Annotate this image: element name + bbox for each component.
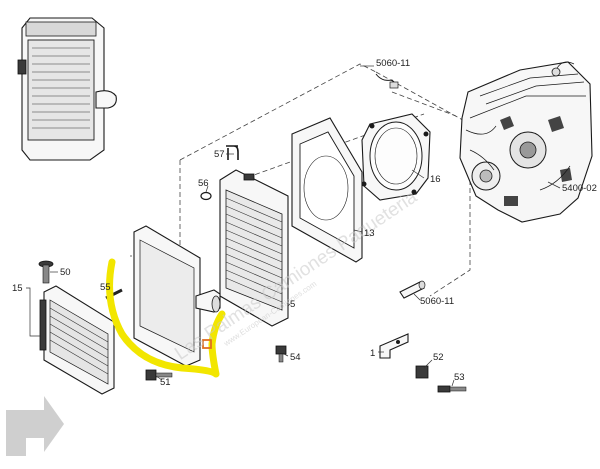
bolt-51 [145, 369, 173, 381]
intercooler [133, 225, 221, 367]
yellow-highlight-marker [106, 258, 226, 378]
leader-lines [26, 65, 561, 387]
nut-52 [415, 365, 429, 379]
callout-13: 13 [364, 228, 375, 239]
callout-50: 50 [60, 267, 71, 278]
callout-55: 55 [100, 282, 111, 293]
callout-51: 51 [160, 377, 171, 388]
callout-56: 56 [198, 178, 209, 189]
hose-5060-11 [399, 280, 426, 299]
ac-condenser [39, 285, 115, 395]
fan-shroud-ring [361, 113, 431, 201]
bracket-1 [379, 333, 409, 359]
condenser-fins [49, 307, 109, 375]
clip-57 [226, 145, 239, 160]
callout-1: 1 [370, 348, 375, 359]
bolt-50 [38, 260, 54, 284]
callout-5: 5 [290, 299, 295, 310]
thumbnail-fins [32, 47, 90, 129]
callout-5060-11-top: 5060-11 [376, 58, 410, 69]
callout-15: 15 [12, 283, 23, 294]
bolt-53 [437, 385, 467, 393]
arrow-logo [6, 396, 64, 456]
callout-57: 57 [214, 149, 225, 160]
callout-53: 53 [454, 372, 465, 383]
callout-54: 54 [290, 352, 301, 363]
hose-5060-11-top [375, 73, 399, 89]
bolt-54 [275, 345, 287, 363]
engine-block [459, 61, 593, 223]
fan-shroud-frame [291, 117, 363, 263]
callout-5060-11-mid: 5060-11 [420, 296, 454, 307]
radiator-fins [225, 197, 283, 303]
callout-52: 52 [433, 352, 444, 363]
highlight-ring-marker [202, 339, 212, 349]
callout-16: 16 [430, 174, 441, 185]
o-ring-56 [200, 191, 212, 201]
assembled-radiator-thumbnail [17, 17, 117, 161]
callout-5400-02: 5400-02 [562, 183, 597, 194]
